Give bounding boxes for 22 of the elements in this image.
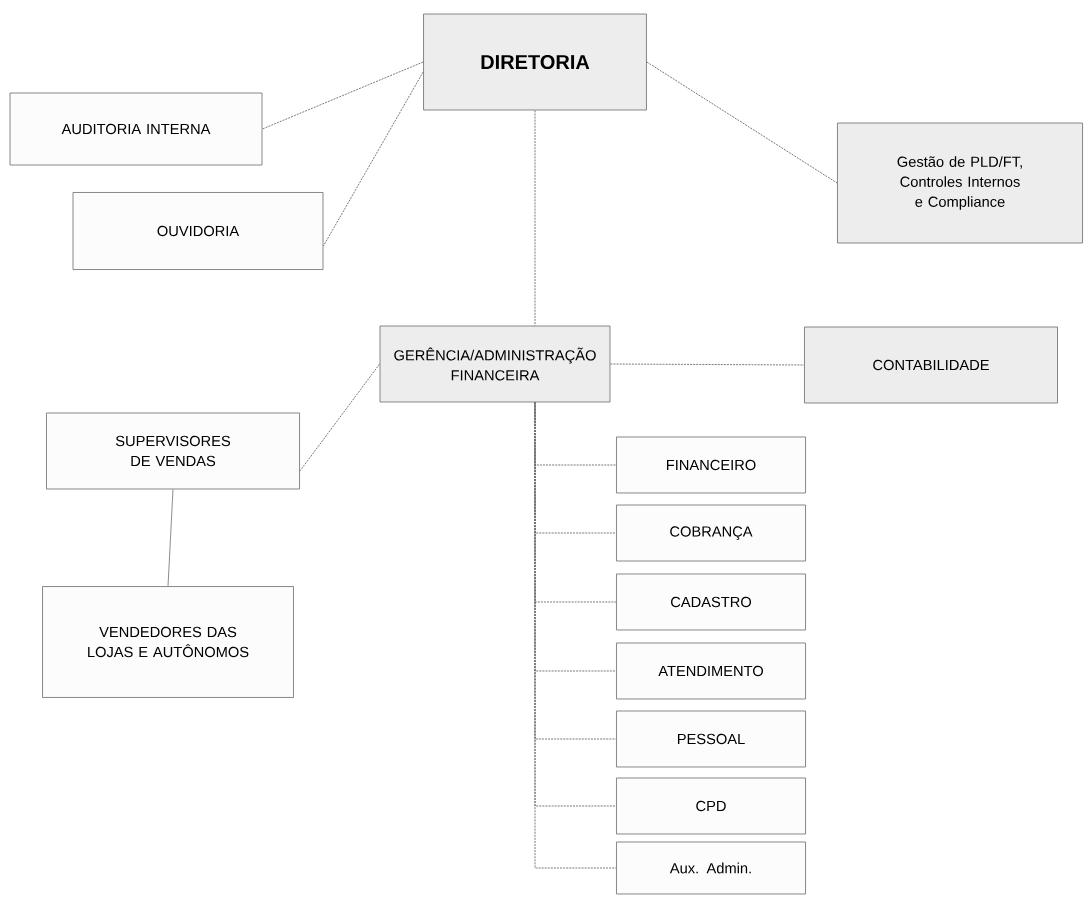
connector-line (261, 61, 424, 130)
org-box: FINANCEIRO (616, 436, 806, 494)
org-box: GERÊNCIA/ADMINISTRAÇÃO FINANCEIRA (379, 325, 611, 403)
org-box: Aux. Admin. (616, 841, 806, 895)
connector-line (609, 363, 805, 366)
org-box: OUVIDORIA (72, 192, 324, 270)
org-box: ATENDIMENTO (616, 642, 806, 700)
org-box: CONTABILIDADE (804, 326, 1058, 404)
connector-line (322, 71, 424, 247)
connector-line (299, 363, 381, 472)
org-box: COBRANÇA (616, 504, 806, 562)
org-box: DIRETORIA (423, 13, 647, 111)
org-box: CPD (616, 777, 806, 835)
org-box: Gestão de PLD/FT, Controles Internos e Compliance (837, 122, 1083, 244)
connector-line (646, 61, 838, 184)
connector-line (167, 489, 174, 587)
org-box: SUPERVISORES DE VENDAS (46, 412, 300, 490)
org-box: PESSOAL (616, 710, 806, 768)
org-box: VENDEDORES DAS LOJAS E AUTÔNOMOS (42, 586, 294, 698)
connector-line (534, 109, 536, 327)
org-box: CADASTRO (616, 573, 806, 631)
org-box: AUDITORIA INTERNA (9, 92, 263, 166)
